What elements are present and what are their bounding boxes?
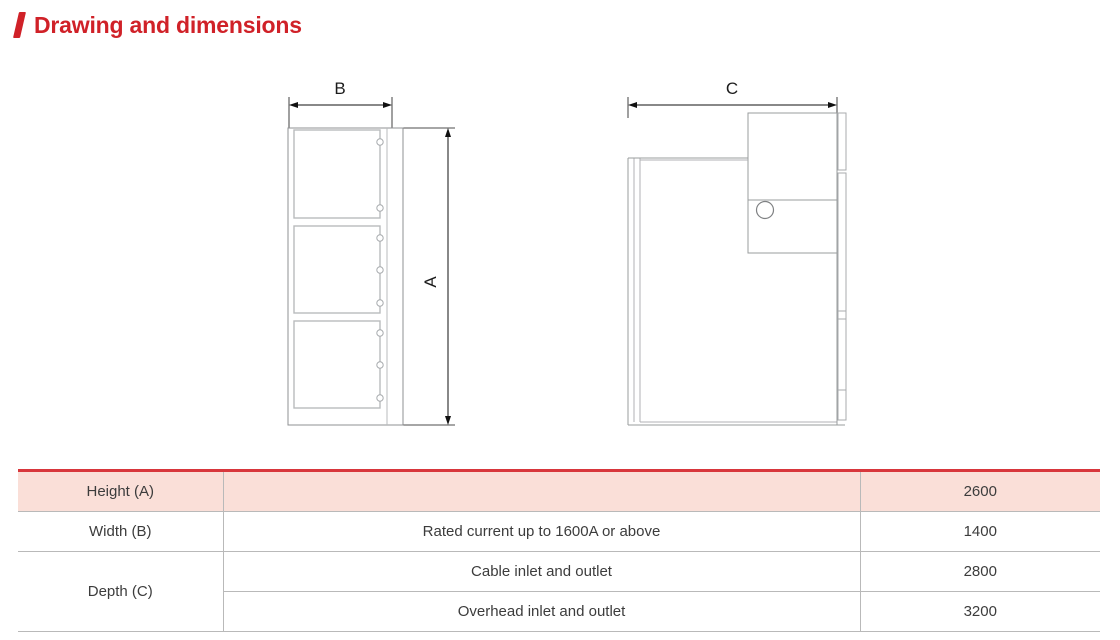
- row-description: Rated current up to 1600A or above: [223, 511, 861, 552]
- side-view-circle-feature: [755, 200, 775, 220]
- table-row: Overhead inlet and outlet 3200: [18, 591, 1100, 632]
- row-label: Depth (C): [18, 551, 224, 632]
- front-view-width-label: B: [334, 79, 345, 98]
- front-panel-2: [293, 225, 384, 314]
- row-description: [223, 472, 861, 512]
- row-label: Height (A): [18, 472, 224, 512]
- row-label: Width (B): [18, 511, 224, 552]
- table-row: Height (A) 2600: [18, 472, 1100, 512]
- dimensions-table-container: Height (A) 2600 Width (B) Rated current …: [18, 469, 1100, 632]
- front-view-height-label: A: [421, 276, 440, 288]
- technical-drawings: B A: [0, 70, 1120, 450]
- side-view-depth-label: C: [726, 79, 738, 98]
- front-panel-1: [293, 129, 384, 219]
- row-value: 3200: [860, 591, 1100, 632]
- table-row: Width (B) Rated current up to 1600A or a…: [18, 511, 1100, 552]
- page-title: Drawing and dimensions: [12, 11, 302, 38]
- table-top-rule: [18, 469, 1100, 472]
- row-description: Overhead inlet and outlet: [223, 591, 861, 632]
- row-value: 2800: [860, 551, 1100, 592]
- front-view: B A: [287, 79, 455, 426]
- dimensions-table: Height (A) 2600 Width (B) Rated current …: [18, 472, 1100, 632]
- table-row: Depth (C) Cable inlet and outlet 2800: [18, 551, 1100, 632]
- row-description: Cable inlet and outlet: [223, 551, 861, 592]
- slash-mark-icon: [12, 12, 27, 38]
- row-value: 2600: [860, 472, 1100, 512]
- front-panel-3: [293, 320, 384, 409]
- row-value: 1400: [860, 511, 1100, 552]
- side-view: C: [627, 79, 847, 426]
- page-title-text: Drawing and dimensions: [34, 11, 302, 38]
